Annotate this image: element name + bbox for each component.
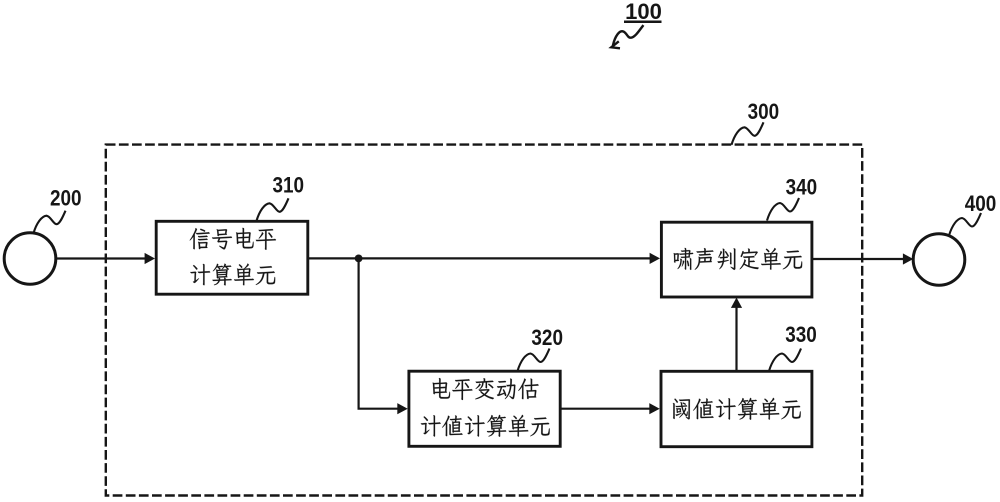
svg-text:200: 200	[50, 186, 82, 211]
svg-text:320: 320	[531, 325, 563, 350]
svg-text:330: 330	[785, 323, 817, 348]
svg-text:300: 300	[748, 100, 780, 125]
svg-text:340: 340	[786, 175, 818, 200]
svg-text:400: 400	[965, 192, 997, 217]
svg-text:310: 310	[273, 173, 305, 198]
svg-text:100: 100	[625, 0, 662, 24]
